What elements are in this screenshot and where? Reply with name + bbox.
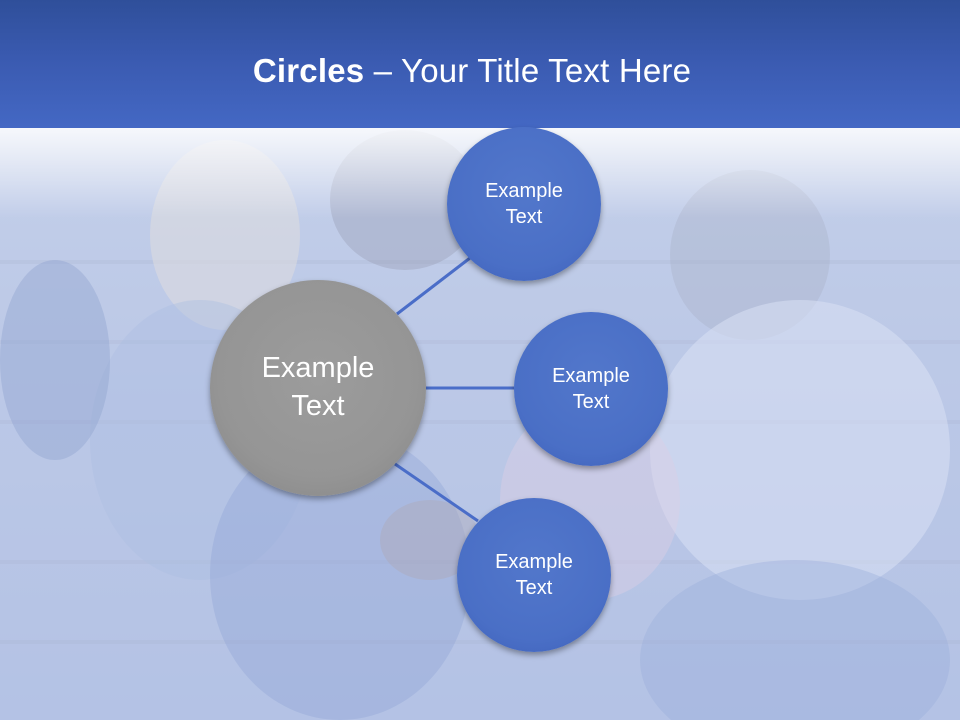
- center-circle-label: Example Text: [262, 350, 375, 425]
- title-bold: Circles: [252, 52, 365, 89]
- satellite-bottom-line2: Text: [515, 577, 553, 599]
- satellite-top-line1: Example: [485, 180, 563, 202]
- satellite-bottom-label: Example Text: [495, 549, 573, 601]
- title-bar: [0, 0, 960, 128]
- center-label-line1: Example: [261, 352, 375, 385]
- satellite-middle-label: Example Text: [552, 363, 630, 415]
- connector-bottom: [394, 462, 479, 523]
- satellite-middle-line1: Example: [552, 365, 630, 387]
- satellite-middle-line2: Text: [572, 391, 610, 413]
- satellite-top-label: Example Text: [485, 178, 563, 230]
- satellite-circle-bottom[interactable]: Example Text: [457, 498, 611, 652]
- center-label-line2: Text: [291, 390, 345, 422]
- satellite-circle-top[interactable]: Example Text: [447, 127, 601, 281]
- title-rest: – Your Title Text Here: [364, 52, 692, 89]
- satellite-circle-middle[interactable]: Example Text: [514, 312, 668, 466]
- connector-top: [396, 256, 471, 316]
- center-circle[interactable]: Example Text: [210, 280, 426, 496]
- slide-title[interactable]: Circles – Your Title Text Here: [0, 52, 944, 90]
- satellite-top-line2: Text: [505, 206, 543, 228]
- satellite-bottom-line1: Example: [495, 551, 573, 573]
